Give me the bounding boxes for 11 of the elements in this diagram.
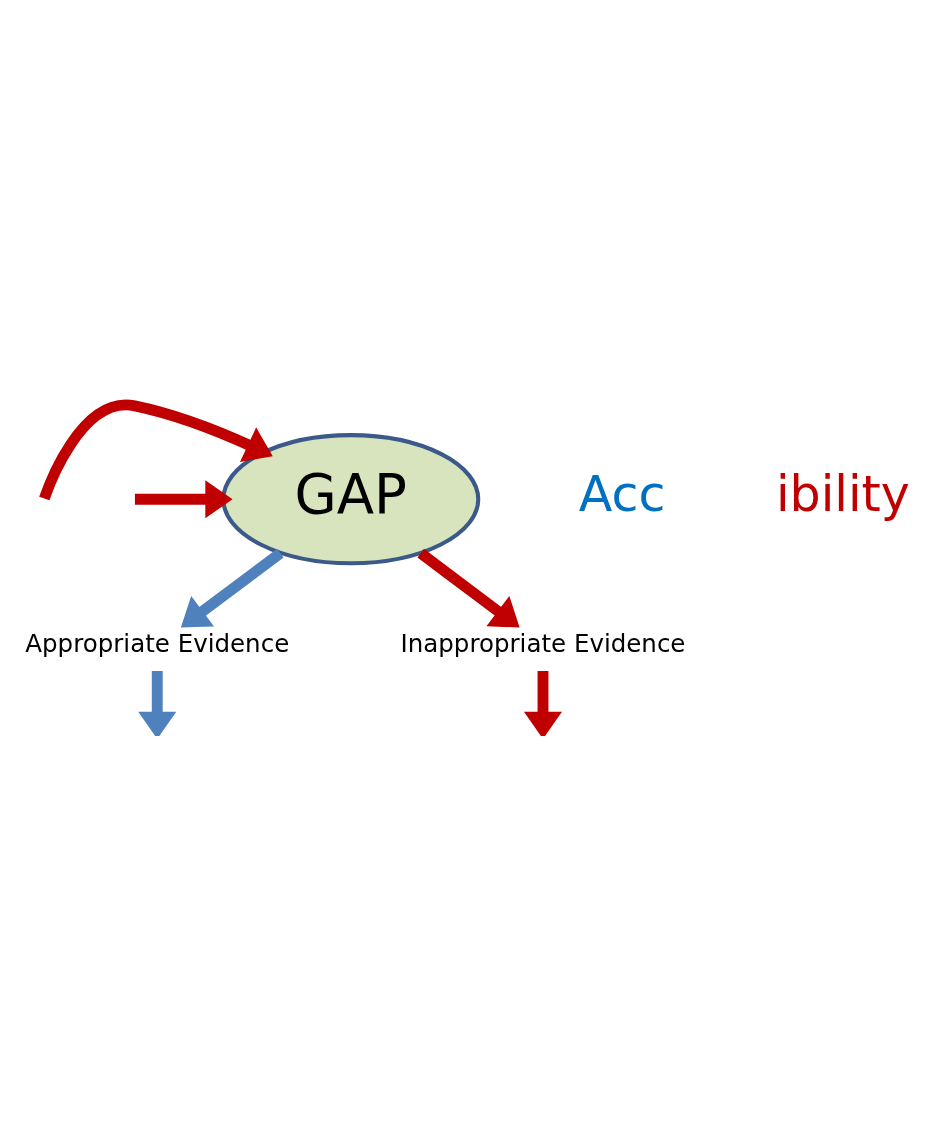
arrow [523, 670, 563, 736]
arrow [39, 399, 273, 500]
arrow [180, 548, 284, 627]
arrow [417, 548, 520, 627]
label: ibility [775, 464, 910, 523]
node-text: Appropriate Evidence [25, 628, 290, 658]
label: Acc [578, 464, 666, 523]
arrow [134, 479, 233, 518]
node-ellipse: GAP [221, 432, 481, 565]
arrow [138, 670, 177, 736]
node-text: Inappropriate Evidence [400, 628, 686, 658]
